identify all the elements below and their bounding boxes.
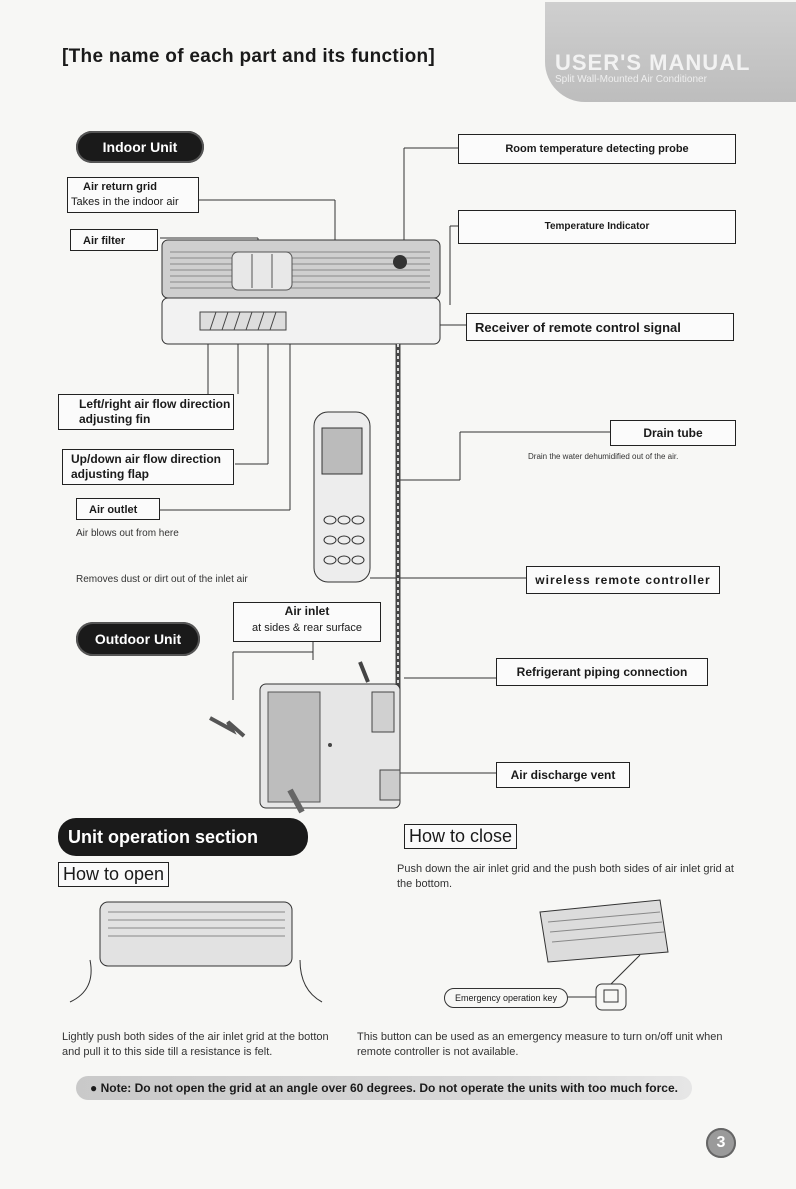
- air-outlet-desc: Air blows out from here: [76, 528, 179, 539]
- note-bar: ● Note: Do not open the grid at an angle…: [76, 1076, 692, 1100]
- note-text: Note: Do not open the grid at an angle o…: [100, 1081, 678, 1095]
- room-temp-probe-label: Room temperature detecting probe: [458, 134, 736, 164]
- operation-section-heading: Unit operation section: [58, 818, 308, 856]
- how-to-open-heading: How to open: [58, 862, 170, 887]
- remote-controller-label: wireless remote controller: [526, 566, 720, 594]
- air-return-grid-title: Air return grid: [83, 181, 157, 193]
- page-number: 3: [706, 1128, 736, 1158]
- how-to-close-heading: How to close: [404, 824, 518, 849]
- drain-tube-label: Drain tube: [610, 420, 736, 446]
- air-inlet-label: Air inlet at sides & rear surface: [233, 602, 381, 642]
- up-down-flap-label: Up/down air flow direction adjusting fla…: [62, 449, 234, 485]
- refrigerant-piping-label: Refrigerant piping connection: [496, 658, 708, 686]
- air-return-grid-label: Air return grid Takes in the indoor air: [67, 177, 199, 213]
- indoor-unit-heading: Indoor Unit: [76, 131, 204, 163]
- air-filter-label: Air filter: [70, 229, 158, 251]
- left-right-fin-label: Left/right air flow direction adjusting …: [58, 394, 234, 430]
- drain-tube-desc: Drain the water dehumidified out of the …: [528, 452, 679, 461]
- air-discharge-label: Air discharge vent: [496, 762, 630, 788]
- open-instructions: Lightly push both sides of the air inlet…: [62, 1031, 329, 1058]
- manual-title: USER'S MANUAL: [555, 50, 751, 75]
- outdoor-unit-heading: Outdoor Unit: [76, 622, 200, 656]
- receiver-label: Receiver of remote control signal: [466, 313, 734, 341]
- air-outlet-label: Air outlet: [76, 498, 160, 520]
- air-inlet-title: Air inlet: [284, 604, 330, 618]
- close-instructions: Push down the air inlet grid and the pus…: [397, 863, 734, 890]
- air-filter-desc: Removes dust or dirt out of the inlet ai…: [76, 574, 248, 585]
- bullet-icon: ●: [90, 1081, 98, 1095]
- temp-indicator-label: Temperature Indicator: [458, 210, 736, 244]
- emergency-instructions: This button can be used as an emergency …: [357, 1031, 723, 1058]
- air-inlet-desc: at sides & rear surface: [251, 622, 363, 634]
- air-return-grid-desc: Takes in the indoor air: [71, 196, 179, 208]
- page-title: [The name of each part and its function]: [62, 46, 436, 67]
- manual-subtitle: Split Wall-Mounted Air Conditioner: [555, 74, 707, 85]
- emergency-key-label: Emergency operation key: [444, 988, 568, 1008]
- manual-banner: [545, 2, 796, 102]
